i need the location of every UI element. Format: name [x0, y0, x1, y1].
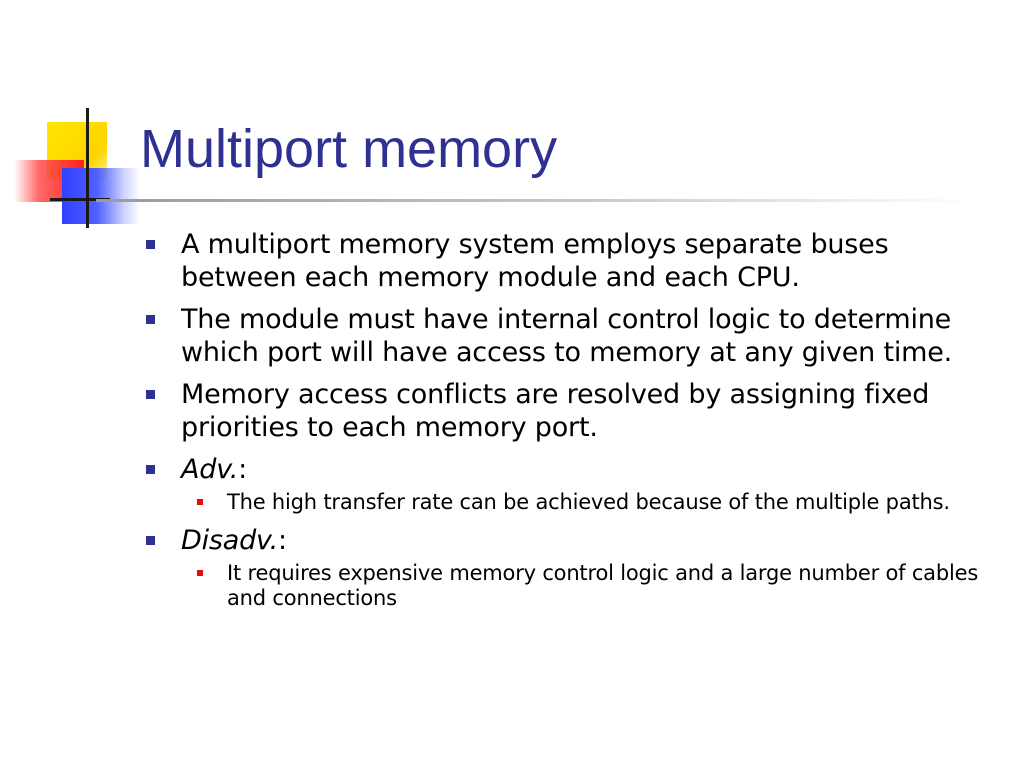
- bullet-text: The module must have internal control lo…: [181, 304, 953, 368]
- advantages-colon: :: [238, 454, 248, 485]
- bullet-list: A multiport memory system employs separa…: [140, 228, 1000, 611]
- square-bullet-icon: [146, 536, 155, 545]
- sub-bullet-item: The high transfer rate can be achieved b…: [182, 490, 1000, 515]
- bullet-item-advantages: Adv.: The high transfer rate can be achi…: [140, 453, 1000, 515]
- bullet-text: Memory access conflicts are resolved by …: [181, 379, 930, 443]
- logo-blue-square: [62, 168, 140, 224]
- title-underline: [96, 199, 976, 202]
- square-bullet-icon: [146, 390, 155, 399]
- sub-bullet-item: It requires expensive memory control log…: [182, 561, 1000, 611]
- square-bullet-icon: [146, 315, 155, 324]
- square-bullet-icon: [146, 240, 155, 249]
- decorative-logo: [0, 0, 150, 240]
- logo-vertical-line: [86, 108, 89, 228]
- bullet-item: The module must have internal control lo…: [140, 303, 1000, 369]
- disadvantages-label: Disadv.: [181, 525, 279, 556]
- slide-body: A multiport memory system employs separa…: [140, 228, 1000, 620]
- small-square-bullet-icon: [197, 570, 203, 576]
- small-square-bullet-icon: [197, 499, 203, 505]
- bullet-text: A multiport memory system employs separa…: [181, 229, 889, 293]
- sub-bullet-text: The high transfer rate can be achieved b…: [227, 490, 950, 514]
- logo-horizontal-line: [50, 198, 110, 201]
- advantages-label: Adv.: [181, 454, 239, 485]
- slide-title: Multiport memory: [140, 119, 558, 179]
- sub-bullet-text: It requires expensive memory control log…: [227, 561, 979, 610]
- sub-bullet-list: The high transfer rate can be achieved b…: [181, 490, 1000, 515]
- bullet-item: Memory access conflicts are resolved by …: [140, 378, 1000, 444]
- sub-bullet-list: It requires expensive memory control log…: [181, 561, 1000, 611]
- bullet-item: A multiport memory system employs separa…: [140, 228, 1000, 294]
- bullet-item-disadvantages: Disadv.: It requires expensive memory co…: [140, 524, 1000, 611]
- disadvantages-colon: :: [278, 525, 287, 556]
- square-bullet-icon: [146, 465, 155, 474]
